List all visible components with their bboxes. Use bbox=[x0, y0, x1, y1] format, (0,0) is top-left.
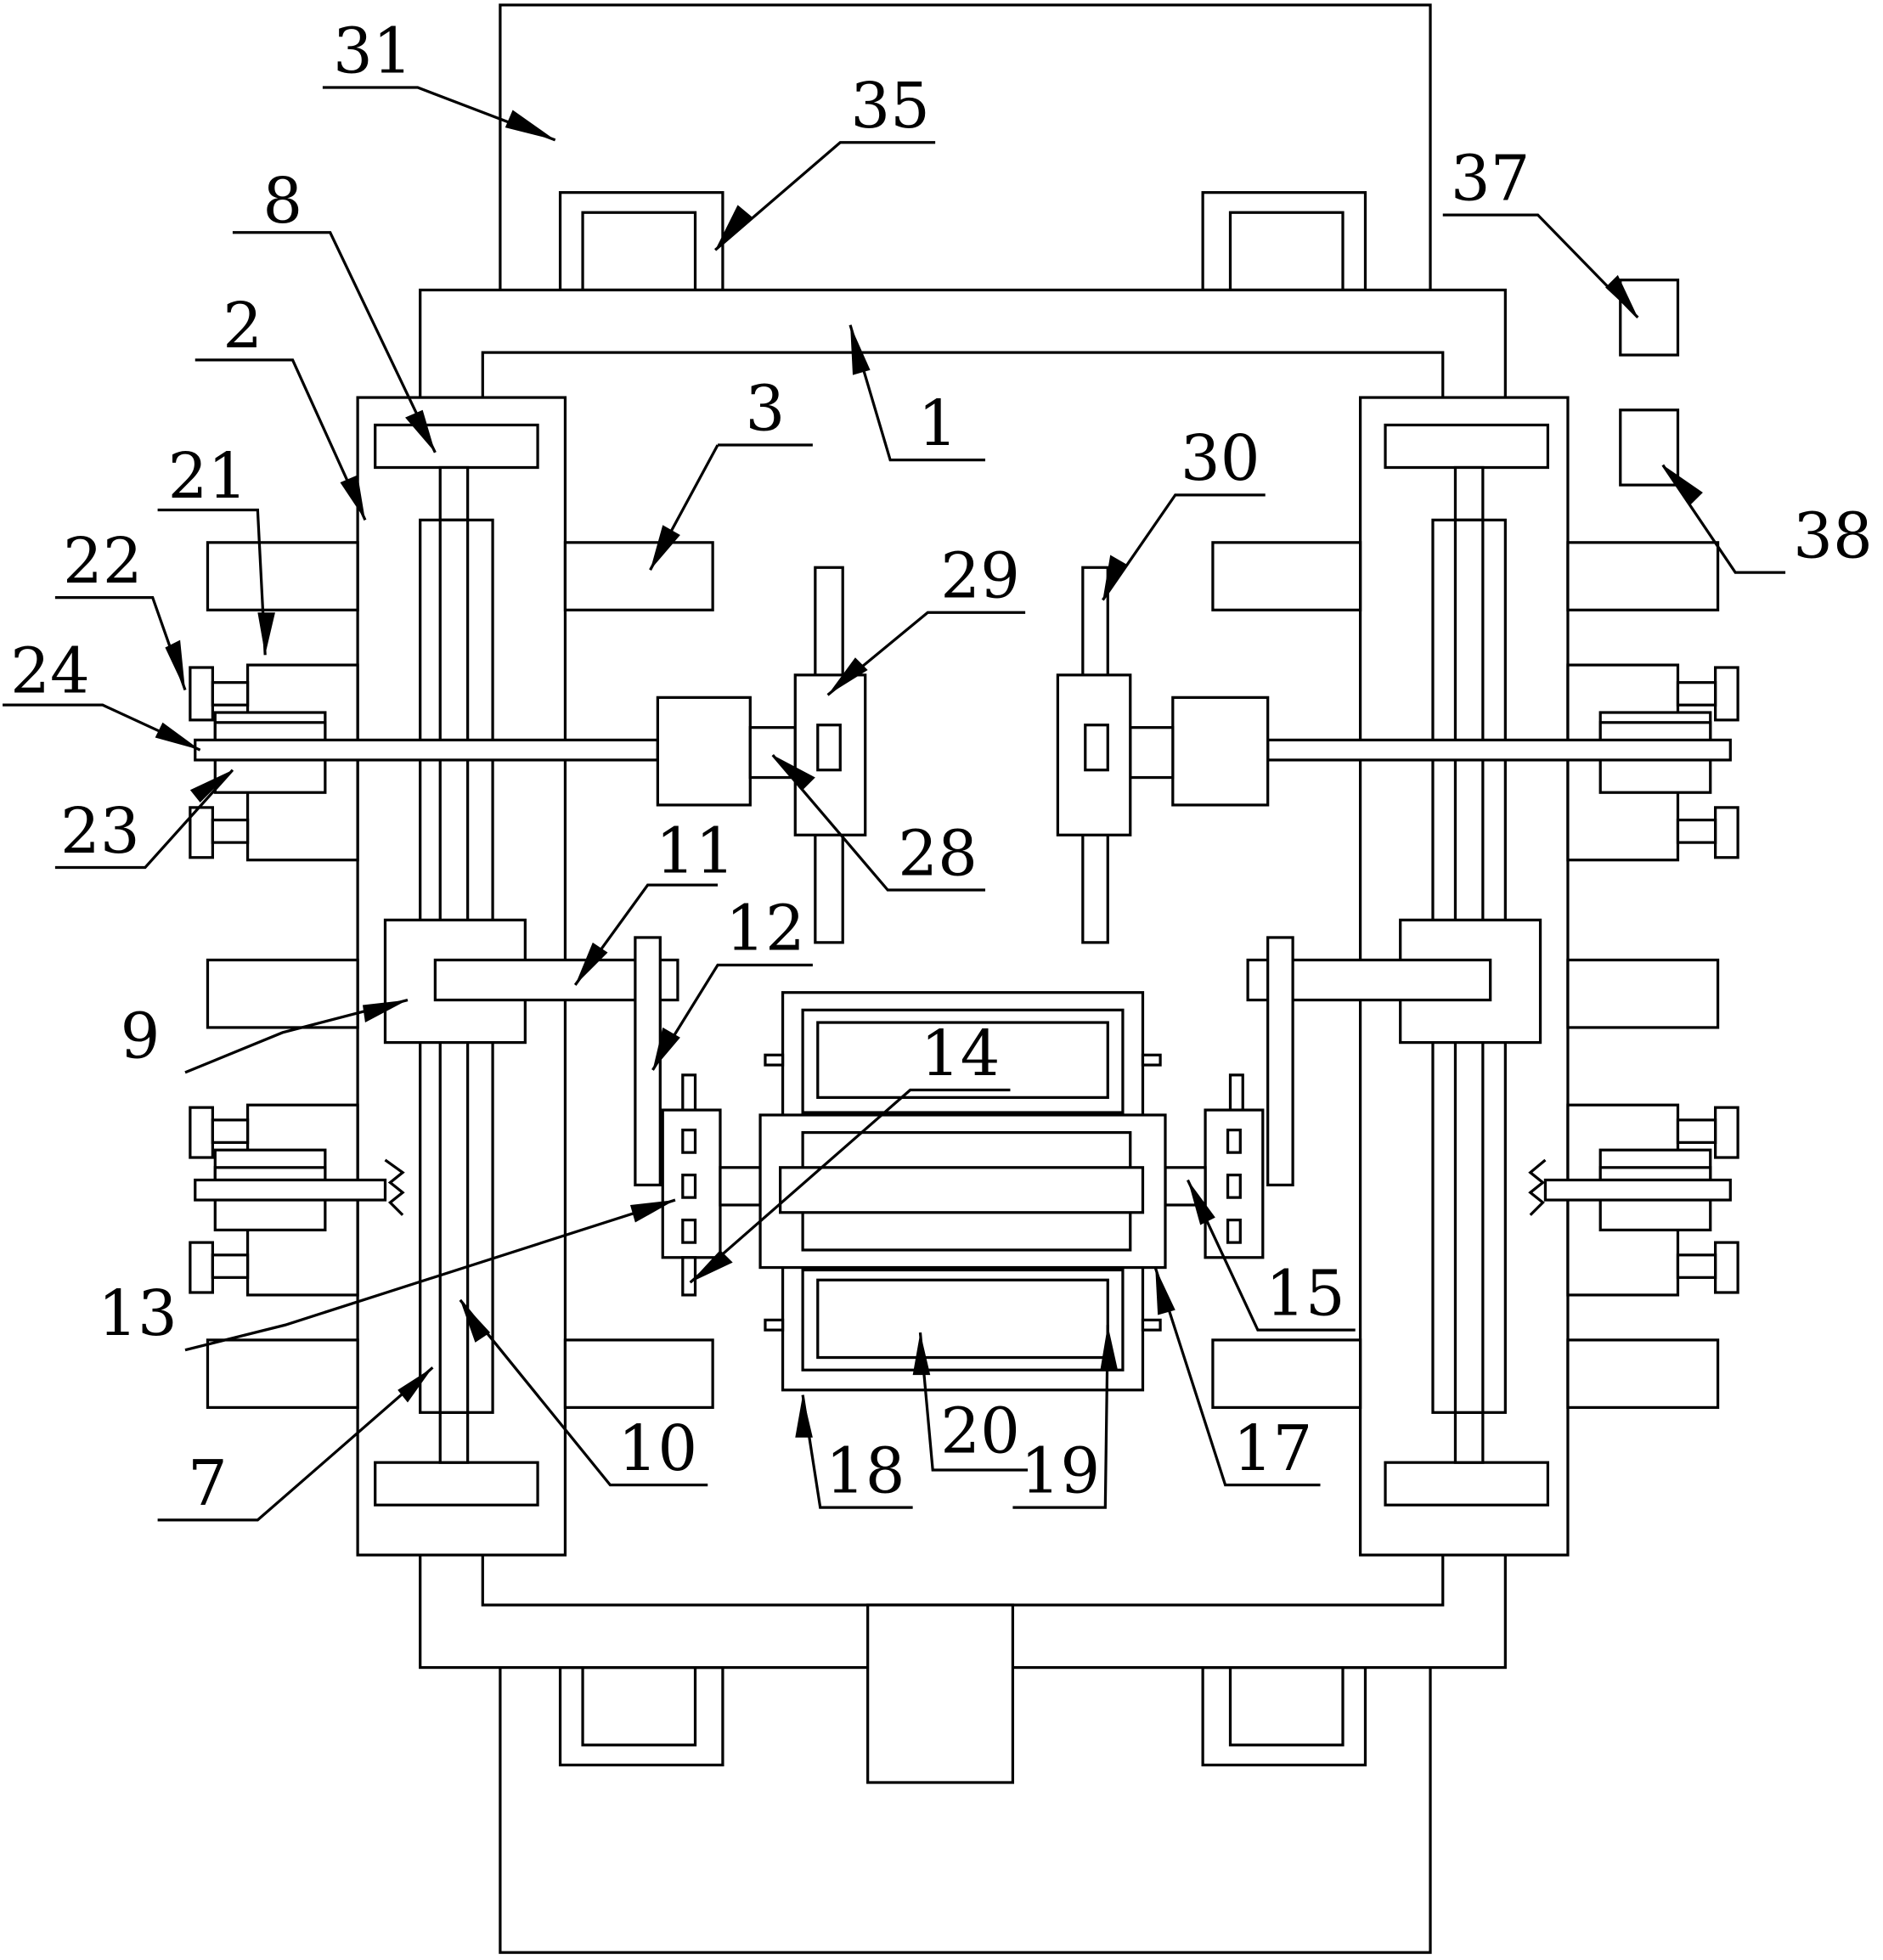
label-30: 30 bbox=[1181, 423, 1260, 495]
label-19: 19 bbox=[1021, 1435, 1101, 1507]
left-upper-clamp-21-24 bbox=[189, 663, 359, 862]
bottom-block bbox=[866, 1603, 1015, 1784]
lower-broken-shafts bbox=[194, 1158, 1732, 1216]
label-11: 11 bbox=[656, 815, 736, 887]
left-slider-29 bbox=[793, 566, 867, 944]
label-1: 1 bbox=[918, 388, 958, 460]
right-arms bbox=[1211, 541, 1720, 1410]
label-29: 29 bbox=[940, 541, 1020, 613]
right-upper-clamp bbox=[1566, 663, 1739, 862]
motor-right bbox=[1129, 696, 1270, 807]
label-15: 15 bbox=[1266, 1258, 1345, 1330]
left-block-9-linkage-11-12 bbox=[383, 918, 679, 1187]
label-9: 9 bbox=[121, 1000, 161, 1073]
right-holder bbox=[1164, 1073, 1265, 1259]
label-13: 13 bbox=[98, 1278, 178, 1350]
label-38: 38 bbox=[1793, 500, 1873, 572]
arrowheads bbox=[155, 110, 1703, 1438]
label-28: 28 bbox=[898, 818, 978, 890]
label-31: 31 bbox=[333, 15, 413, 87]
right-slider-30 bbox=[1056, 566, 1132, 944]
label-22: 22 bbox=[63, 526, 143, 598]
label-17: 17 bbox=[1233, 1413, 1313, 1485]
top-brackets-35 bbox=[558, 191, 1367, 292]
controller-box-37 bbox=[1619, 279, 1680, 357]
label-3: 3 bbox=[746, 373, 786, 445]
label-24: 24 bbox=[10, 635, 90, 707]
label-2: 2 bbox=[223, 290, 262, 363]
label-14: 14 bbox=[921, 1018, 1001, 1090]
right-block-linkage bbox=[1246, 918, 1542, 1187]
label-23: 23 bbox=[60, 796, 140, 868]
label-37: 37 bbox=[1451, 144, 1531, 216]
label-10: 10 bbox=[618, 1413, 698, 1485]
label-20: 20 bbox=[940, 1395, 1020, 1467]
label-8: 8 bbox=[262, 166, 302, 238]
left-arms-3 bbox=[206, 541, 714, 1410]
reference-labels: 31 35 37 8 2 3 1 30 21 38 22 29 24 23 11… bbox=[10, 15, 1873, 1520]
carrier-plate-17 bbox=[758, 1113, 1167, 1270]
label-18: 18 bbox=[826, 1435, 905, 1507]
label-7: 7 bbox=[188, 1448, 228, 1520]
label-35: 35 bbox=[850, 70, 930, 143]
bottom-brackets bbox=[558, 1665, 1367, 1766]
label-12: 12 bbox=[725, 893, 805, 966]
label-21: 21 bbox=[168, 441, 248, 513]
upper-shafts-24 bbox=[194, 738, 1732, 762]
